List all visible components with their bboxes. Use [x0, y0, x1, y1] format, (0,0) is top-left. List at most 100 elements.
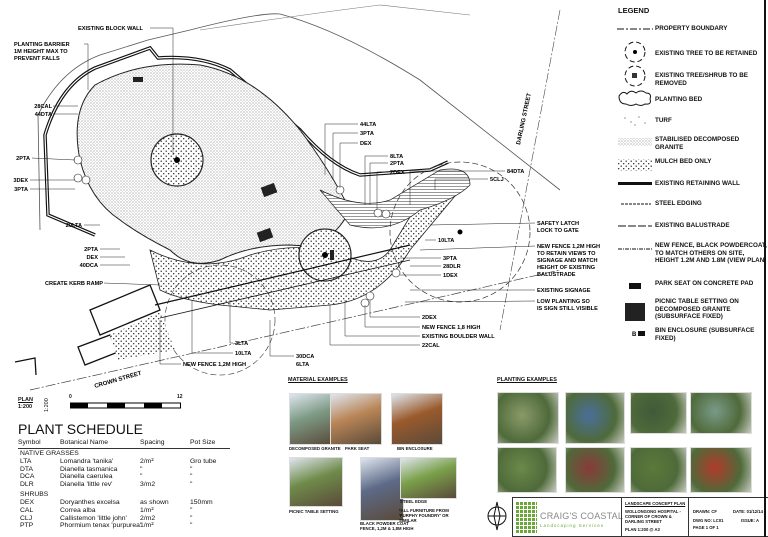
schedule-cell: ": [190, 473, 193, 481]
schedule-cell: Correa alba: [60, 507, 96, 514]
mulch-icon: [618, 159, 652, 171]
plan-callout: 8LTA: [390, 154, 403, 160]
plan-callout: 3PTA: [14, 187, 28, 193]
sheet-title: LANDSCAPE CONCEPT PLAN: [625, 501, 686, 506]
plan-callout: LOCK TO GATE: [537, 228, 579, 234]
schedule-cell: 1/m²: [140, 507, 154, 514]
plan-callout: DEX: [86, 255, 98, 261]
darling-street-label: DARLING STREET: [516, 92, 533, 145]
plan-callout: NEW FENCE 1,8 HIGH: [422, 325, 480, 331]
scale-bar: [70, 402, 181, 409]
planting-title: PLANTING EXAMPLES: [497, 377, 557, 383]
plan-callout: EXISTING BLOCK WALL: [78, 26, 144, 32]
schedule-cell: DTA: [20, 465, 34, 473]
plan-callout: 5CLJ: [490, 177, 504, 183]
legend-symbols: B: [617, 28, 653, 338]
legend-title: LEGEND: [618, 6, 650, 15]
schedule-cell: Callistemon 'little john': [60, 514, 127, 522]
material-caption: STEEL EDGE: [400, 499, 428, 504]
plan-callout: 44DTA: [35, 112, 52, 118]
plan-callout: NEW FENCE 1,2M HIGH: [537, 244, 600, 250]
plan-callout: 84DTA: [507, 169, 524, 175]
plan-scale: PLAN 1:200 @ A3: [625, 527, 660, 532]
bin-marker: B: [632, 332, 637, 338]
plan-callout: 3PTA: [443, 256, 457, 262]
plan-callout: 3DEX: [13, 178, 28, 184]
plan-callout: EXISTING SIGNAGE: [537, 288, 591, 294]
planting-photo: [497, 447, 557, 493]
schedule-header: Symbol: [18, 439, 41, 446]
plan-callout: 20LTA: [66, 223, 82, 229]
plan-callout: 22CAL: [422, 343, 440, 349]
schedule-cell: Dianella 'little rev': [60, 480, 113, 488]
schedule-cell: Lomandra 'tanika': [60, 458, 114, 465]
company-name: CRAIG'S COASTAL: [540, 511, 624, 521]
plan-callout: TO RETAIN VIEWS TO: [537, 251, 596, 257]
material-caption: DECOMPOSED GRANITE: [289, 446, 341, 451]
planting-photo: [690, 392, 752, 434]
picnic-table: [260, 182, 278, 198]
plan-callout: LOW PLANTING SO: [537, 299, 590, 305]
schedule-cell: as shown: [140, 499, 169, 507]
plan-callout: 6LTA: [296, 362, 309, 368]
schedule-header: Botanical Name: [60, 439, 108, 446]
company-logo: [515, 501, 537, 533]
schedule-cell: Dianella tasmanica: [60, 465, 118, 473]
schedule-cell: 2/m²: [140, 458, 154, 465]
material-caption: BLACK POWDER COAT FENCE, 1,2M & 1,8M HIG…: [360, 521, 414, 531]
north-arrow-icon: [487, 501, 507, 531]
legend-item-mulch: MULCH BED ONLY: [655, 158, 712, 165]
schedule-cell: ": [190, 514, 193, 522]
planting-photo: [690, 447, 752, 493]
tree-retained-icon: [624, 41, 646, 63]
material-photo: [330, 393, 382, 445]
material-caption: PARK SEAT: [345, 446, 370, 451]
plan-callout: 3LTA: [235, 341, 248, 347]
plan-callout: 1M HEIGHT MAX TO: [14, 49, 68, 55]
plan-callout: 10LTA: [235, 351, 251, 357]
project-name: WOLLONGONG HOSPITAL - CORNER OF CROWN & …: [625, 509, 681, 525]
plan-callout: PLANTING BARRIER: [14, 42, 70, 48]
legend-item-new-fence: NEW FENCE, BLACK POWDERCOAT, TO MATCH OT…: [655, 242, 767, 264]
plan-callout: 10LTA: [438, 238, 454, 244]
scale-plan-label: PLAN: [18, 397, 33, 403]
material-caption: BIN ENCLOSURE: [397, 446, 433, 451]
plan-callout: EXISTING BOULDER WALL: [422, 334, 495, 340]
decomposed-granite-area: [76, 63, 351, 264]
plan-callout: 40DCA: [80, 263, 98, 269]
schedule-cell: ": [190, 522, 193, 530]
drawn-by: DRAWN: CF: [693, 509, 717, 514]
plan-callout: 2DEX: [422, 315, 437, 321]
schedule-group: SHRUBS: [20, 491, 49, 499]
legend-item-decomposed-granite: STABILISED DECOMPOSED GRANITE: [655, 136, 740, 151]
plan-callout: 30DCA: [296, 354, 314, 360]
plan-callout: SAFETY LATCH: [537, 221, 579, 227]
schedule-cell: 2/m2: [140, 514, 156, 522]
schedule-cell: ": [190, 480, 193, 488]
plan-callout: 2PTA: [16, 156, 30, 162]
plan-callout: 44LTA: [360, 122, 376, 128]
bin-icon: [638, 331, 645, 336]
schedule-header: Pot Size: [190, 439, 216, 446]
park-seat: [330, 250, 334, 260]
legend-item-turf: TURF: [655, 117, 672, 124]
legend-item-picnic-table: PICNIC TABLE SETTING ON DECOMPOSED GRANI…: [655, 298, 739, 320]
legend-item-balustrade: EXISTING BALUSTRADE: [655, 222, 730, 229]
plan-callout: 2DEX: [390, 170, 405, 176]
schedule-cell: ": [140, 473, 143, 481]
schedule-cell: 150mm: [190, 499, 213, 507]
schedule-header: Spacing: [140, 439, 165, 446]
legend-item-planting-bed: PLANTING BED: [655, 96, 703, 103]
plan-callout: DEX: [360, 141, 372, 147]
legend-item-tree-retained: EXISTING TREE TO BE RETAINED: [655, 50, 758, 57]
schedule-cell: DLR: [20, 480, 34, 488]
planting-bed-icon: [618, 90, 651, 106]
schedule-divider: [18, 448, 230, 449]
granite-path: [319, 168, 471, 229]
legend-item-retaining-wall: EXISTING RETAINING WALL: [655, 180, 740, 187]
plan-callout: 2PTA: [84, 247, 98, 253]
plan-callout: CREATE KERB RAMP: [45, 281, 103, 287]
material-photo: [289, 457, 343, 507]
picnic-table-icon: [625, 303, 645, 321]
schedule-title: PLANT SCHEDULE: [18, 421, 144, 437]
